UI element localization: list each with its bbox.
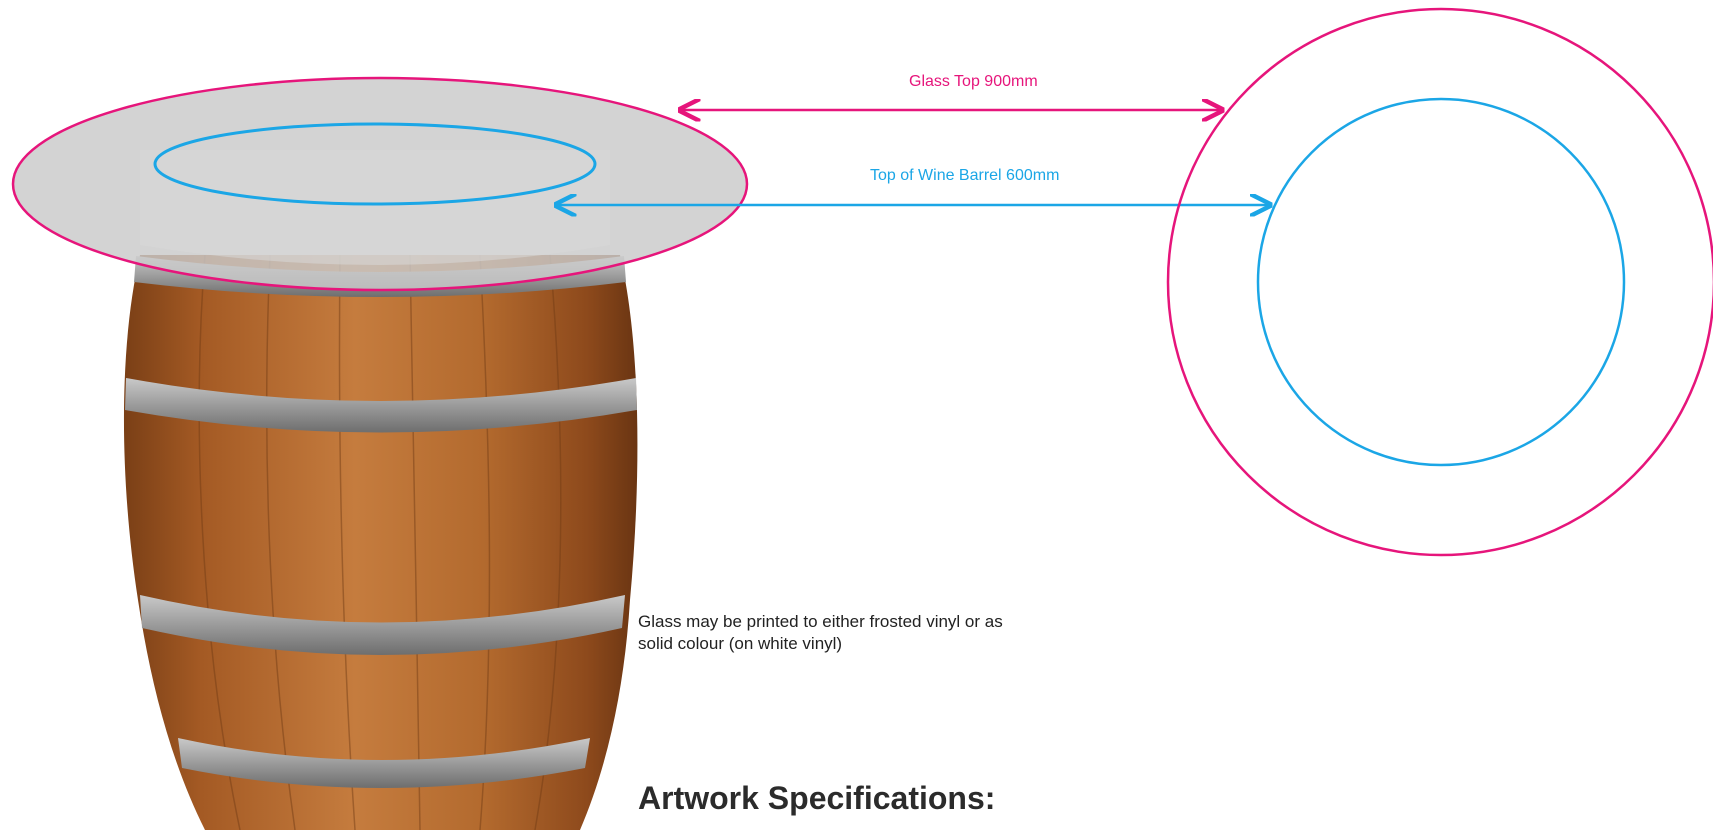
glass-top-label: Glass Top 900mm	[909, 73, 1038, 90]
glass-top-circle	[1166, 7, 1713, 557]
barrel-hoop	[125, 378, 637, 433]
barrel-head-outline	[140, 150, 610, 265]
print-note: Glass may be printed to either frosted v…	[638, 612, 1003, 653]
barrel-top-ellipse	[153, 122, 597, 206]
barrel-hoop	[140, 595, 625, 655]
barrel-hoop	[178, 738, 590, 788]
wine-barrel-icon	[123, 254, 638, 830]
barrel-top-label: Top of Wine Barrel 600mm	[870, 167, 1060, 184]
barrel-top-circle	[1256, 97, 1626, 467]
section-heading: Artwork Specifications:	[638, 780, 996, 816]
